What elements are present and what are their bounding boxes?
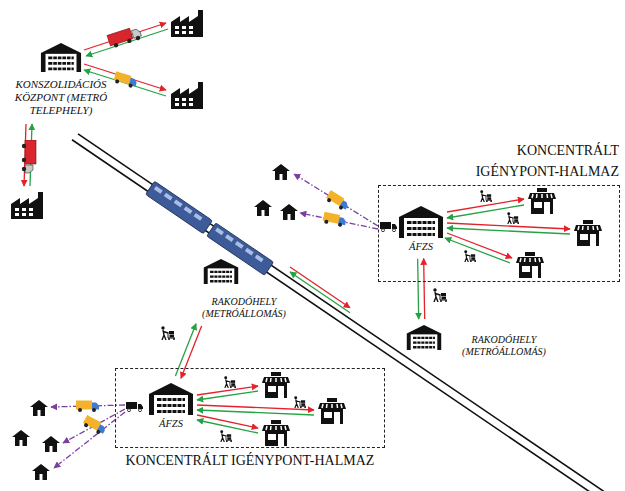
worker-icon: [294, 396, 306, 408]
node-label: ÁFZS: [145, 418, 197, 431]
flow-arrow: [424, 259, 425, 319]
worker-icon: [220, 430, 232, 442]
flow-arrow: [181, 326, 202, 378]
worker-icon: [161, 326, 175, 340]
flow-line: [290, 272, 350, 313]
shop-icon: [318, 398, 346, 424]
flow-line: [447, 199, 524, 212]
node-label: RAKODÓHELY (METRÓÁLLOMÁS): [450, 334, 558, 358]
house-icon: [42, 436, 60, 452]
truck-icon: [107, 25, 143, 49]
flow-line: [447, 233, 512, 258]
house-icon: [30, 400, 48, 416]
house-icon: [272, 164, 290, 180]
flow-line: [447, 205, 524, 218]
rail-line: [78, 134, 605, 491]
warehouse-icon: [204, 259, 238, 284]
factory-icon: [171, 10, 203, 37]
shop-icon: [574, 220, 602, 246]
warehouse-icon: [149, 383, 193, 415]
node-label: KONCENTRÁLT IGÉNYPONT-HALMAZ: [444, 140, 619, 183]
loading-point: RAKODÓHELY (METRÓÁLLOMÁS): [199, 256, 289, 322]
factory-icon: [171, 82, 203, 109]
flow-line: [290, 267, 350, 308]
flow-line: [197, 410, 314, 415]
node-label: KONCENTRÁLT IGÉNYPONT-HALMAZ: [126, 450, 375, 472]
worker-icon: [464, 250, 476, 262]
flow-line: [197, 391, 258, 400]
flow-line: [447, 228, 570, 234]
train-windows: [154, 186, 264, 262]
house-icon: [12, 430, 30, 446]
flow-line: [197, 420, 258, 433]
loading-point: RAKODÓHELY (METRÓÁLLOMÁS): [404, 322, 558, 360]
cluster-box: KONCENTRÁLT IGÉNYPONT-HALMAZÁFZS: [115, 368, 385, 448]
worker-icon: [224, 376, 236, 388]
factory-icon: [11, 192, 43, 219]
warehouse-icon: [399, 206, 443, 238]
worker-icon: [480, 190, 492, 202]
van-icon: [82, 415, 108, 436]
node-label: ÁFZS: [395, 241, 447, 254]
house-icon: [280, 204, 298, 220]
house-icon: [32, 464, 50, 480]
flow-arrow: [418, 259, 419, 319]
depot-node: ÁFZS: [395, 203, 447, 256]
metro-train: [146, 181, 274, 275]
truck-icon: [126, 402, 143, 412]
shop-icon: [516, 252, 544, 278]
van-icon: [322, 212, 347, 228]
van-icon: [325, 190, 351, 212]
node-label: RAKODÓHELY (METRÓÁLLOMÁS): [199, 296, 289, 320]
van-icon: [76, 401, 99, 413]
worker-icon: [433, 288, 447, 302]
rail-line: [72, 140, 600, 491]
hub-node: KONSZOLIDÁCIÓS KÖZPONT (METRÓ TELEPHELY): [3, 42, 119, 120]
house-icon: [254, 200, 272, 216]
flow-line: [445, 238, 510, 263]
shop-icon: [262, 372, 290, 398]
node-label: KONSZOLIDÁCIÓS KÖZPONT (METRÓ TELEPHELY): [3, 78, 119, 118]
flow-line: [84, 23, 166, 50]
depot-node: ÁFZS: [145, 380, 197, 433]
truck-icon: [380, 222, 397, 232]
flow-line: [197, 405, 314, 410]
cluster-box: KONCENTRÁLT IGÉNYPONT-HALMAZÁFZS: [378, 185, 620, 282]
warehouse-icon: [407, 325, 441, 350]
shop-icon: [262, 420, 290, 446]
shop-icon: [528, 188, 556, 214]
van-icon: [113, 71, 138, 89]
truck-icon: [22, 140, 36, 173]
warehouse-icon: [41, 43, 81, 72]
worker-icon: [507, 212, 519, 224]
